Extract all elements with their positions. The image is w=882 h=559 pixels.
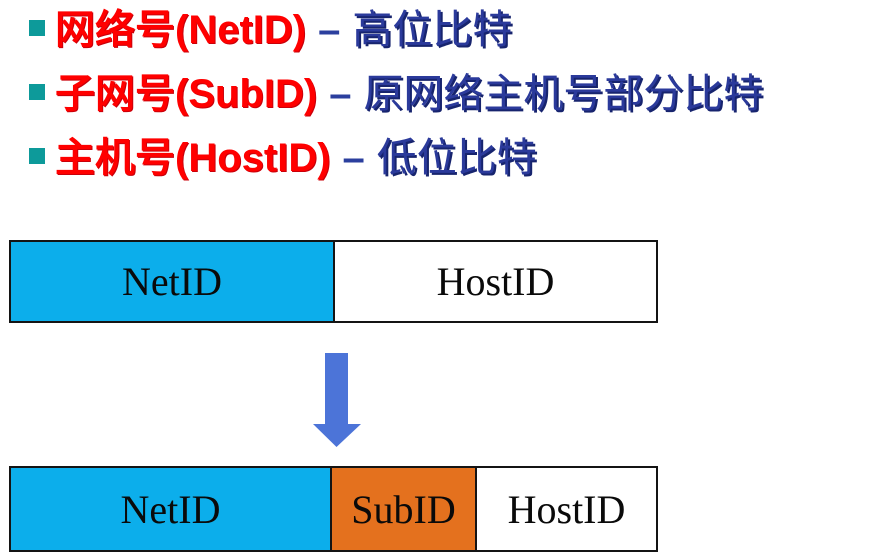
bullet-description: 原网络主机号部分比特 (363, 71, 764, 116)
netid-cell: NetID (11, 242, 333, 321)
down-arrow-icon (313, 353, 361, 447)
bullet-square-icon (29, 148, 45, 164)
address-bar-after-subnetting: NetID SubID HostID (9, 466, 658, 552)
bullet-term: 主机号(HostID) (55, 136, 331, 180)
bullet-square-icon (29, 20, 45, 36)
bullet-item-netid: 网络号(NetID)–高位比特 (55, 6, 512, 54)
subid-cell: SubID (330, 468, 475, 550)
bullet-description: 高位比特 (352, 7, 513, 52)
bullet-term: 网络号(NetID) (55, 8, 307, 52)
dash-separator: – (342, 136, 365, 180)
hostid-cell: HostID (333, 242, 656, 321)
address-bar-before-subnetting: NetID HostID (9, 240, 658, 323)
netid-cell: NetID (11, 468, 330, 550)
bullet-description: 低位比特 (376, 135, 537, 180)
dash-separator: – (318, 8, 341, 52)
bullet-item-hostid: 主机号(HostID)–低位比特 (55, 134, 537, 182)
hostid-cell: HostID (475, 468, 656, 550)
bullet-square-icon (29, 84, 45, 100)
bullet-item-subid: 子网号(SubID)–原网络主机号部分比特 (55, 70, 763, 118)
bullet-term: 子网号(SubID) (55, 72, 318, 116)
dash-separator: – (329, 72, 352, 116)
